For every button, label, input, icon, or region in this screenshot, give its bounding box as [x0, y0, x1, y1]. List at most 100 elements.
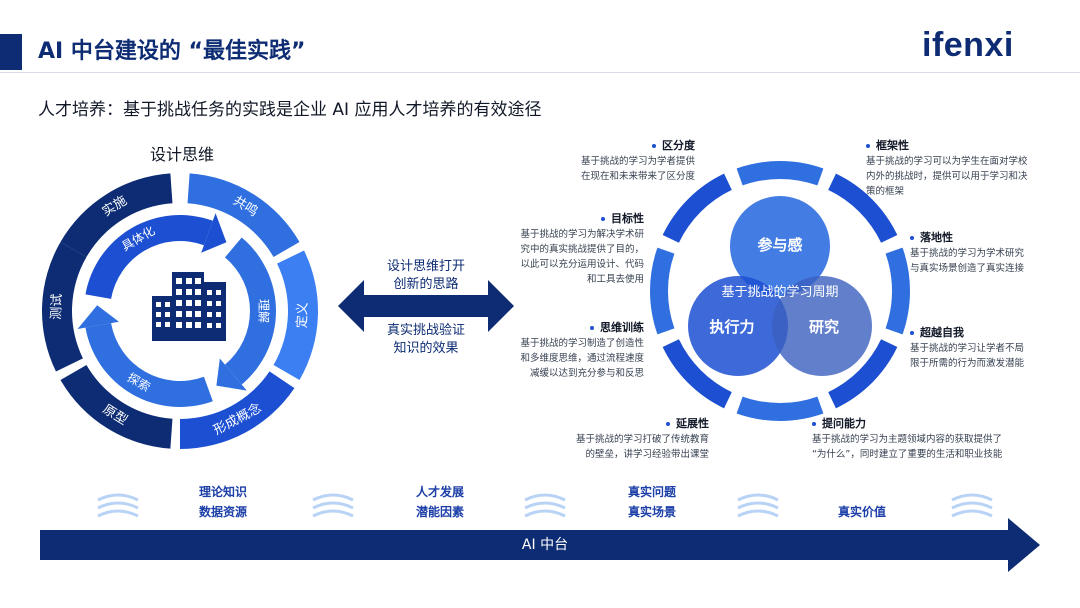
learning-cycle-ring	[650, 161, 910, 421]
bottom-label	[802, 482, 922, 502]
learning-ring-segment	[662, 173, 732, 243]
feature-line: 基于挑战的学习为学术研究	[910, 248, 1025, 259]
feature-title: 提问能力	[822, 417, 866, 430]
bullet-icon	[666, 422, 670, 426]
outer-segment	[180, 371, 295, 449]
chevron-up-icon	[737, 493, 779, 502]
feature-mubiaoxing: 目标性 基于挑战的学习为解决学术研 究中的真实挑战提供了目的， 以此可以充分运用…	[520, 211, 644, 287]
brand-logo: ifenxi	[922, 26, 1014, 64]
chevron-up-icon	[312, 501, 354, 510]
learning-cycle: 参与感 执行力 研究 基于挑战的学习周期	[650, 161, 910, 421]
chevron-up-icon	[737, 509, 779, 518]
chevron-up-icon	[312, 509, 354, 518]
feature-chaoyueziwo: 超越自我 基于挑战的学习让学者不局 限于所需的行为而激发潜能	[910, 325, 1024, 371]
chevron-up-icon	[951, 509, 993, 518]
inner-arrowhead-icon	[216, 358, 247, 391]
feature-line: 基于挑战的学习打破了传统教育	[575, 434, 709, 445]
feature-title: 目标性	[611, 212, 644, 225]
feature-luodixing: 落地性 基于挑战的学习为学术研究 与真实场景创造了真实连接	[910, 230, 1024, 276]
bottom-group-1: 理论知识 数据资源	[163, 482, 283, 522]
outer-segment	[60, 365, 173, 449]
building-icon	[152, 272, 226, 341]
feature-line: 基于挑战的学习为学者提供	[580, 156, 695, 167]
bottom-label: 潜能因素	[415, 505, 464, 519]
bottom-label: 理论知识	[198, 485, 247, 499]
design-thinking-cycle: 实施共鸣定义形成概念原型测试 具体化理解探索	[41, 173, 318, 449]
chevron-up-icon	[951, 501, 993, 510]
inner-arrowhead-icon	[77, 305, 119, 330]
chevron-up-icon	[737, 501, 779, 510]
ai-platform-arrow	[40, 518, 1040, 572]
feature-line: 减缓以达到充分参与和反思	[529, 368, 644, 379]
bullet-icon	[812, 422, 816, 426]
feature-line: 和工具去使用	[586, 274, 644, 285]
chevron-up-icon	[312, 493, 354, 502]
header-divider	[0, 72, 1080, 73]
circle-execution-label: 执行力	[709, 318, 754, 336]
feature-title: 框架性	[876, 139, 909, 152]
feature-line: 的壁垒，讲学习经验带出课堂	[585, 449, 709, 460]
bullet-icon	[601, 217, 605, 221]
learning-cycle-center-label: 基于挑战的学习周期	[721, 284, 838, 300]
bullet-icon	[910, 236, 914, 240]
bottom-label: 人才发展	[415, 485, 464, 499]
learning-ring-segment	[885, 247, 910, 335]
middle-top-line-2: 创新的思路	[393, 277, 459, 292]
learning-ring-segment	[736, 396, 824, 421]
feature-line: 基于挑战的学习为主题领域内容的获取提供了	[812, 434, 1003, 445]
bottom-group-3: 真实问题 真实场景	[592, 482, 712, 522]
feature-line: 基于挑战的学习为解决学术研	[520, 229, 644, 240]
feature-line: “为什么”，同时建立了重要的生活和职业技能	[812, 449, 1003, 460]
chevron-up-icon	[97, 509, 139, 518]
learning-ring-segment	[662, 339, 732, 409]
bottom-label: 真实价值	[837, 505, 886, 519]
inner-arrow-segment	[224, 237, 276, 385]
feature-line: 以此可以充分运用设计、代码	[520, 259, 644, 270]
feature-line: 限于所需的行为而激发潜能	[910, 358, 1025, 369]
bottom-group-2: 人才发展 潜能因素	[380, 482, 500, 522]
outer-segment	[273, 250, 318, 380]
feature-title: 超越自我	[920, 326, 964, 339]
feature-title: 延展性	[676, 417, 709, 430]
chevron-up-icon	[97, 501, 139, 510]
bullet-icon	[910, 331, 914, 335]
learning-ring-segment	[828, 339, 898, 409]
outer-segment	[60, 173, 173, 257]
chevron-up-icon	[97, 493, 139, 502]
feature-line: 策的框架	[866, 186, 905, 197]
bullet-icon	[590, 326, 594, 330]
circle-execution	[688, 276, 788, 376]
feature-title: 思维训练	[600, 321, 644, 334]
feature-qufendu: 区分度 基于挑战的学习为学者提供 在现在和未来带来了区分度	[581, 138, 695, 184]
feature-line: 在现在和未来带来了区分度	[580, 171, 695, 182]
title-accent-bar	[0, 34, 22, 70]
learning-ring-segment	[736, 161, 824, 186]
inner-arrow-segment	[85, 323, 213, 407]
bottom-chevrons	[97, 493, 993, 518]
feature-line: 究中的真实挑战提供了目的，	[520, 244, 644, 255]
page-subtitle: 人才培养：基于挑战任务的实践是企业 AI 应用人才培养的有效途径	[38, 100, 542, 120]
feature-line: 和多维度思维，通过流程速度	[520, 353, 644, 364]
double-arrow-icon	[338, 280, 514, 332]
learning-ring-segment	[828, 173, 898, 243]
middle-top-text: 设计思维打开 创新的思路	[351, 258, 501, 294]
middle-bottom-line-1: 真实挑战验证	[386, 323, 465, 338]
circle-research-label: 研究	[809, 318, 839, 336]
middle-bottom-text: 真实挑战验证 知识的效果	[351, 322, 501, 358]
feature-kuangjiaxing: 框架性 基于挑战的学习可以为学生在面对学校 内外的挑战时，提供可以用于学习和决 …	[866, 138, 1028, 199]
inner-arrow-label: 理解	[257, 299, 271, 323]
bottom-label: 真实问题	[627, 485, 676, 499]
feature-title: 区分度	[662, 139, 695, 152]
middle-bottom-line-2: 知识的效果	[393, 341, 459, 356]
chevron-up-icon	[951, 493, 993, 502]
inner-arrowhead-icon	[201, 213, 227, 253]
design-thinking-label: 设计思维	[150, 145, 215, 164]
chevron-up-icon	[524, 493, 566, 502]
outer-segment	[41, 242, 87, 372]
circle-engagement-label: 参与感	[757, 236, 802, 254]
ai-platform-label: AI 中台	[521, 537, 569, 553]
circle-research	[772, 276, 872, 376]
page-title: AI 中台建设的 “最佳实践”	[38, 39, 306, 64]
chevron-up-icon	[524, 509, 566, 518]
bottom-label: 数据资源	[198, 505, 247, 519]
